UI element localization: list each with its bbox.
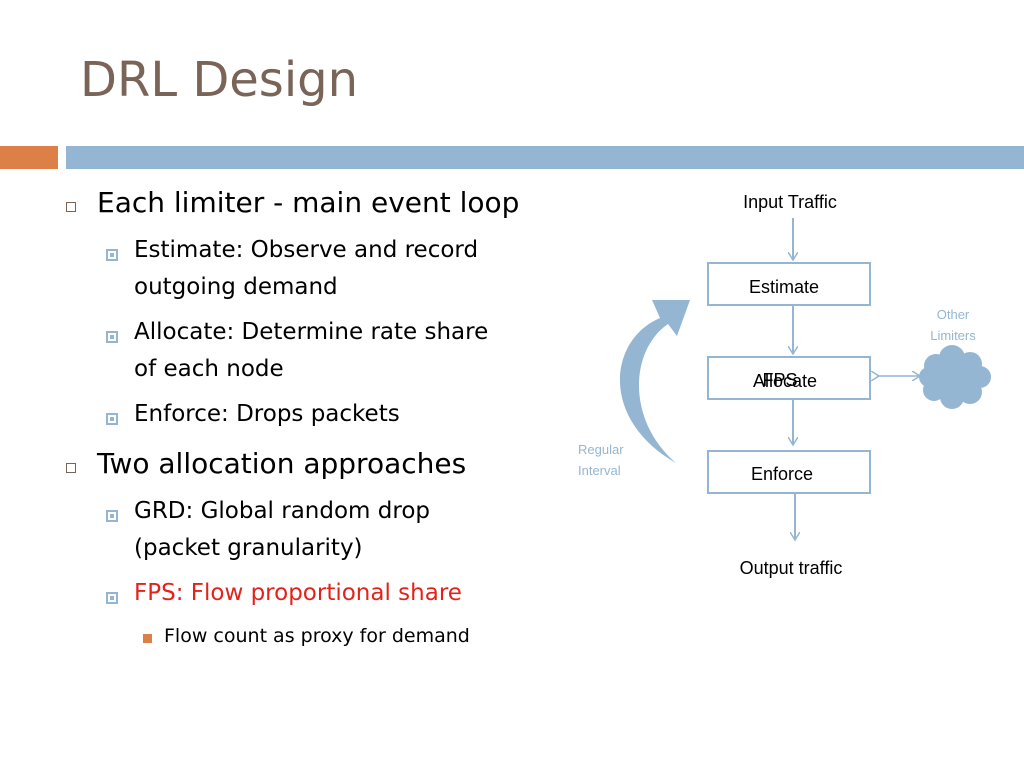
- bullet-flow-count: Flow count as proxy for demand: [164, 625, 470, 647]
- output-traffic-label: Output traffic: [740, 558, 843, 578]
- enforce-label: Enforce: [751, 464, 813, 484]
- level3-bullet-icon: [143, 634, 152, 643]
- regular-interval-label-2: Interval: [578, 463, 621, 478]
- bullet-allocate-cont: of each node: [134, 356, 284, 382]
- level2-bullet-icon: [106, 249, 118, 261]
- bullet-estimate: Estimate: Observe and record: [134, 237, 479, 263]
- estimate-label: Estimate: [749, 277, 819, 297]
- header-bar-blue: [66, 146, 1024, 169]
- slide-title: DRL Design: [80, 52, 359, 108]
- bullet-enforce: Enforce: Drops packets: [134, 401, 400, 427]
- fps-label: FPS: [762, 370, 797, 390]
- other-limiters-label-1: Other: [937, 307, 970, 322]
- level2-bullet-icon: [106, 510, 118, 522]
- estimate-box: [707, 262, 871, 306]
- level1-bullet-icon: [66, 202, 76, 212]
- bullet-main-event-loop: Each limiter - main event loop: [97, 186, 520, 219]
- cloud-icon: [919, 345, 991, 409]
- bullet-two-approaches: Two allocation approaches: [97, 447, 467, 480]
- level1-bullet-icon: [66, 463, 76, 473]
- input-traffic-label: Input Traffic: [743, 192, 837, 212]
- bullet-allocate: Allocate: Determine rate share: [134, 319, 489, 345]
- allocate-box: [707, 356, 871, 400]
- bullet-fps: FPS: Flow proportional share: [134, 580, 462, 606]
- regular-interval-label-1: Regular: [578, 442, 624, 457]
- bullet-grd: GRD: Global random drop: [134, 498, 430, 524]
- level2-bullet-icon: [106, 592, 118, 604]
- level2-bullet-icon: [106, 413, 118, 425]
- bullet-grd-cont: (packet granularity): [134, 535, 363, 561]
- bullet-estimate-cont: outgoing demand: [134, 274, 338, 300]
- enforce-box: [707, 450, 871, 494]
- cycle-arrow-icon: [619, 300, 690, 463]
- level2-bullet-icon: [106, 331, 118, 343]
- allocate-label: Allocate: [753, 371, 817, 391]
- header-bar-orange: [0, 146, 58, 169]
- other-limiters-label-2: Limiters: [930, 328, 976, 343]
